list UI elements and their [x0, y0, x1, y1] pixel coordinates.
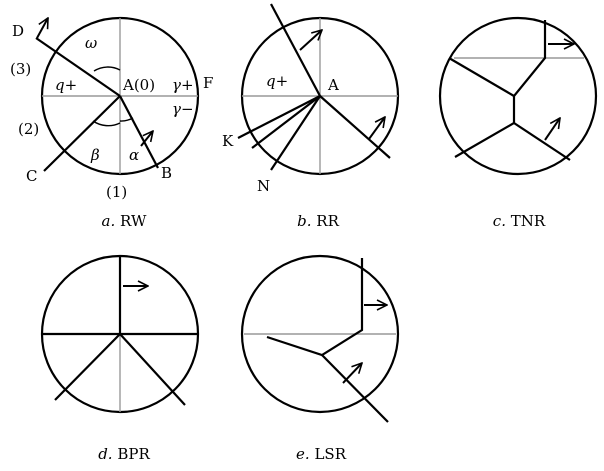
caption-c-name: TNR — [511, 212, 546, 230]
panel-a-omega-arc — [93, 66, 121, 72]
panel-c-tnr: c. TNR — [438, 16, 598, 230]
panel-e-line-bottom — [321, 354, 389, 423]
panel-d-bpr: d. BPR — [40, 254, 200, 463]
label-region-3: (3) — [10, 60, 31, 78]
label-beta: β — [90, 146, 100, 164]
caption-e-name: LSR — [314, 445, 346, 463]
panel-a-line-d — [35, 37, 121, 97]
caption-b-letter: b. — [297, 212, 311, 230]
caption-c-letter: c. — [493, 212, 506, 230]
panel-e-path-upper — [266, 258, 364, 357]
panel-d-line-bottom-left — [54, 333, 121, 401]
panel-a-alpha-arc — [119, 117, 134, 122]
panel-e-arrow-bottom — [342, 363, 362, 384]
label-omega: ω — [85, 34, 97, 52]
label-d: D — [12, 22, 24, 40]
panel-c-line-left — [448, 57, 515, 97]
label-q-plus-b: q+ — [266, 72, 288, 90]
caption-a-letter: a. — [102, 212, 116, 230]
caption-a-name: RW — [120, 212, 147, 230]
panel-c-line-bottom-right — [513, 122, 571, 161]
panel-b-arrow-top — [299, 30, 322, 51]
panel-c-circle — [438, 16, 598, 176]
caption-b-name: RR — [316, 212, 339, 230]
panel-b-line-bottom-right — [319, 95, 391, 159]
caption-e-letter: e. — [296, 445, 310, 463]
panel-d-line-bottom-right — [119, 333, 186, 406]
panel-c-arrow-bottom — [544, 118, 560, 141]
panel-b-line-n — [270, 95, 321, 171]
label-q-plus: q+ — [55, 76, 77, 94]
label-region-2: (2) — [18, 120, 39, 138]
panel-b-rr: q+ A K N b. RR — [222, 3, 400, 230]
panel-a-line-b — [119, 95, 159, 169]
caption-c: c. TNR — [493, 212, 546, 230]
panel-a-rw: D ω (3) q+ A(0) γ+ F (2) γ− C β α B (1) … — [10, 18, 213, 230]
caption-b: b. RR — [297, 212, 339, 230]
label-n: N — [257, 177, 270, 195]
panel-b-line-top — [270, 3, 321, 97]
caption-d-letter: d. — [98, 445, 112, 463]
panel-e-circle — [240, 254, 400, 414]
caption-e: e. LSR — [296, 445, 347, 463]
label-region-1: (1) — [106, 183, 127, 201]
label-a0: A(0) — [122, 76, 155, 94]
panel-a-beta-arc — [92, 120, 121, 127]
label-alpha: α — [129, 146, 139, 164]
label-c: C — [26, 167, 37, 185]
caption-d-name: BPR — [117, 445, 150, 463]
panel-e-lsr: e. LSR — [240, 254, 400, 463]
panel-b-line-k — [237, 95, 321, 139]
panel-a-arrow-top — [36, 18, 49, 39]
label-gamma-minus: γ− — [172, 100, 194, 118]
caption-d: d. BPR — [98, 445, 150, 463]
label-f: F — [203, 74, 213, 92]
panel-a-arrow-bottom — [140, 131, 153, 147]
panel-b-arrow-bottom — [368, 117, 385, 140]
panel-b-line-mid — [251, 95, 321, 149]
panel-a-line-c — [43, 95, 121, 172]
label-gamma-plus: γ+ — [172, 76, 194, 94]
caption-a: a. RW — [102, 212, 147, 230]
label-a-b: A — [327, 76, 339, 94]
label-k: K — [222, 132, 234, 150]
label-b: B — [161, 164, 172, 182]
